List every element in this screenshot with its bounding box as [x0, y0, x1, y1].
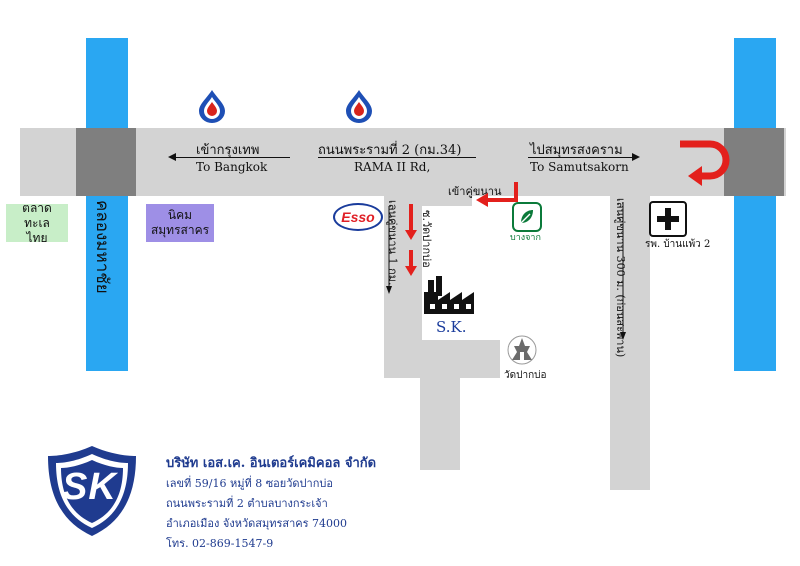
right-arrow-head [632, 153, 640, 161]
esso-label: Esso [341, 209, 375, 225]
to-bangkok-thai: เข้ากรุงเทพ [196, 143, 260, 158]
company-address-2: ถนนพระรามที่ 2 ตำบลบางกระเจ้า [166, 497, 328, 510]
esso-logo: Esso [333, 203, 383, 231]
bridge-right [724, 128, 784, 196]
market-label: ตลาดทะเลไทย [22, 200, 52, 245]
soi-road-bottom-horizontal [384, 340, 500, 378]
factory-label: S.K. [436, 318, 467, 336]
entry-label: เข้าคู่ขนาน [448, 185, 502, 198]
canal-right [734, 38, 776, 371]
sk-logo-text: SK [62, 466, 117, 508]
hospital-label: รพ. บ้านแพ้ว 2 [645, 239, 711, 250]
hospital-cross-horizontal [657, 216, 679, 222]
company-name: บริษัท เอส.เค. อินเตอร์เคมิคอล จำกัด [166, 456, 377, 471]
fuel-station-icon [346, 90, 372, 123]
hospital-icon [649, 201, 687, 237]
soi-road-lower-vertical [420, 378, 460, 470]
market-box: ตลาดทะเลไทย [6, 201, 68, 245]
left-direction-arrow [172, 157, 290, 158]
estate-label-line2: สมุทรสาคร [150, 223, 210, 237]
road-name-underline [318, 157, 476, 158]
right-side-road [610, 196, 650, 490]
left-arrow-head [168, 153, 176, 161]
to-bangkok-en: To Bangkok [196, 160, 268, 174]
bangchak-logo [512, 202, 542, 232]
entry-arrow-icon [476, 182, 518, 207]
bangchak-label: บางจาก [510, 233, 541, 243]
canal-left [86, 38, 128, 371]
lane2-arrow [620, 202, 626, 340]
fuel-station-icon [199, 90, 225, 123]
temple-icon [507, 335, 537, 365]
company-phone: โทร. 02-869-1547-9 [166, 537, 274, 550]
factory-icon [424, 276, 474, 314]
industrial-estate-box: นิคม สมุทรสาคร [146, 204, 214, 242]
road-name-en: RAMA II Rd, [354, 160, 431, 174]
lane1-arrow [386, 206, 392, 294]
to-samutsakorn-thai: ไปสมุทรสงคราม [530, 143, 623, 158]
soi-label: ซ.วัดปากบ่อ [420, 210, 433, 268]
to-samutsakorn-en: To Samutsakorn [530, 160, 629, 174]
company-address-3: อำเภอเมือง จังหวัดสมุทรสาคร 74000 [166, 517, 348, 530]
estate-label-line1: นิคม [167, 208, 193, 222]
road-name-thai: ถนนพระรามที่ 2 (กม.34) [318, 143, 462, 158]
bridge-left [76, 128, 136, 196]
temple-label: วัดปากบ่อ [504, 370, 547, 381]
u-turn-arrow-icon [680, 140, 730, 186]
sk-shield-logo [48, 446, 136, 536]
right-direction-arrow [528, 157, 634, 158]
canal-label: คลองมหาชัย [92, 200, 112, 294]
company-address-1: เลขที่ 59/16 หมู่ที่ 8 ซอยวัดปากบ่อ [166, 477, 333, 490]
frontage-road-top [384, 196, 472, 206]
soi-down-arrow-icon [405, 204, 417, 276]
main-road [20, 128, 786, 196]
leaf-icon [520, 210, 533, 224]
